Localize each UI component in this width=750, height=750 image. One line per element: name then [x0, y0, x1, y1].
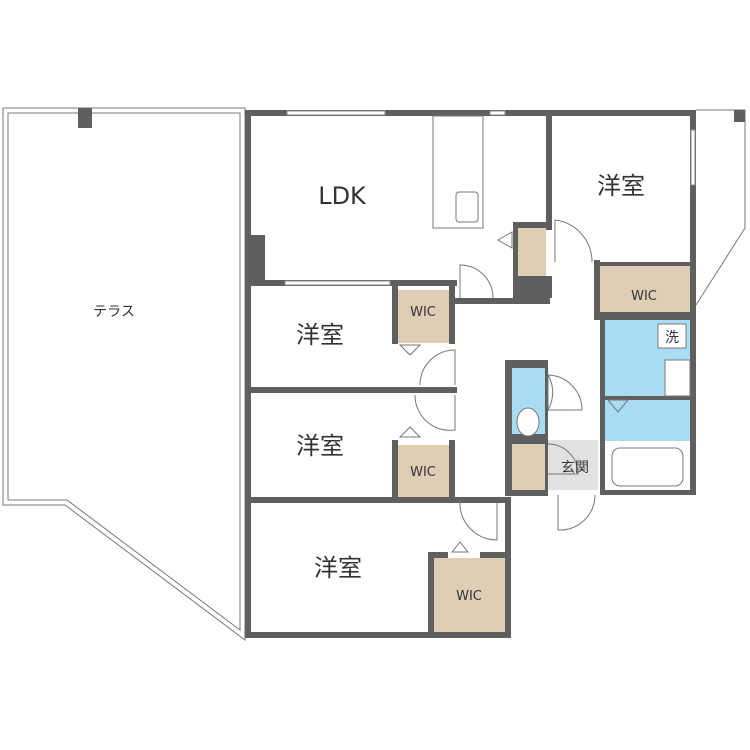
closets — [398, 228, 690, 632]
western-room-ne-label: 洋室 — [597, 172, 645, 200]
bathtub-icon — [611, 447, 684, 487]
pillar — [734, 110, 745, 122]
balcony-east — [695, 109, 746, 306]
windows — [284, 110, 696, 286]
ldk-label: LDK — [318, 182, 367, 210]
wic-ne-label: WIC — [631, 289, 657, 304]
wic-bottom-label: WIC — [456, 589, 482, 604]
wic-low-label: WIC — [410, 465, 436, 480]
terrace — [2, 107, 246, 641]
western-room-low-label: 洋室 — [296, 432, 344, 460]
washbasin-icon — [664, 359, 691, 397]
kitchen-sink — [455, 191, 479, 223]
western-room-mid-label: 洋室 — [296, 321, 344, 349]
wic-mid-label: WIC — [410, 305, 436, 320]
western-room-bottom-label: 洋室 — [314, 554, 362, 582]
toilet-icon — [516, 407, 540, 437]
pillar — [78, 108, 92, 128]
entrance-floor — [548, 440, 598, 490]
washer-box — [657, 323, 687, 349]
terrace-label: テラス — [93, 304, 135, 320]
entrance-label: 玄関 — [561, 459, 589, 476]
doors — [398, 219, 630, 553]
washer-label: 洗 — [665, 330, 679, 346]
